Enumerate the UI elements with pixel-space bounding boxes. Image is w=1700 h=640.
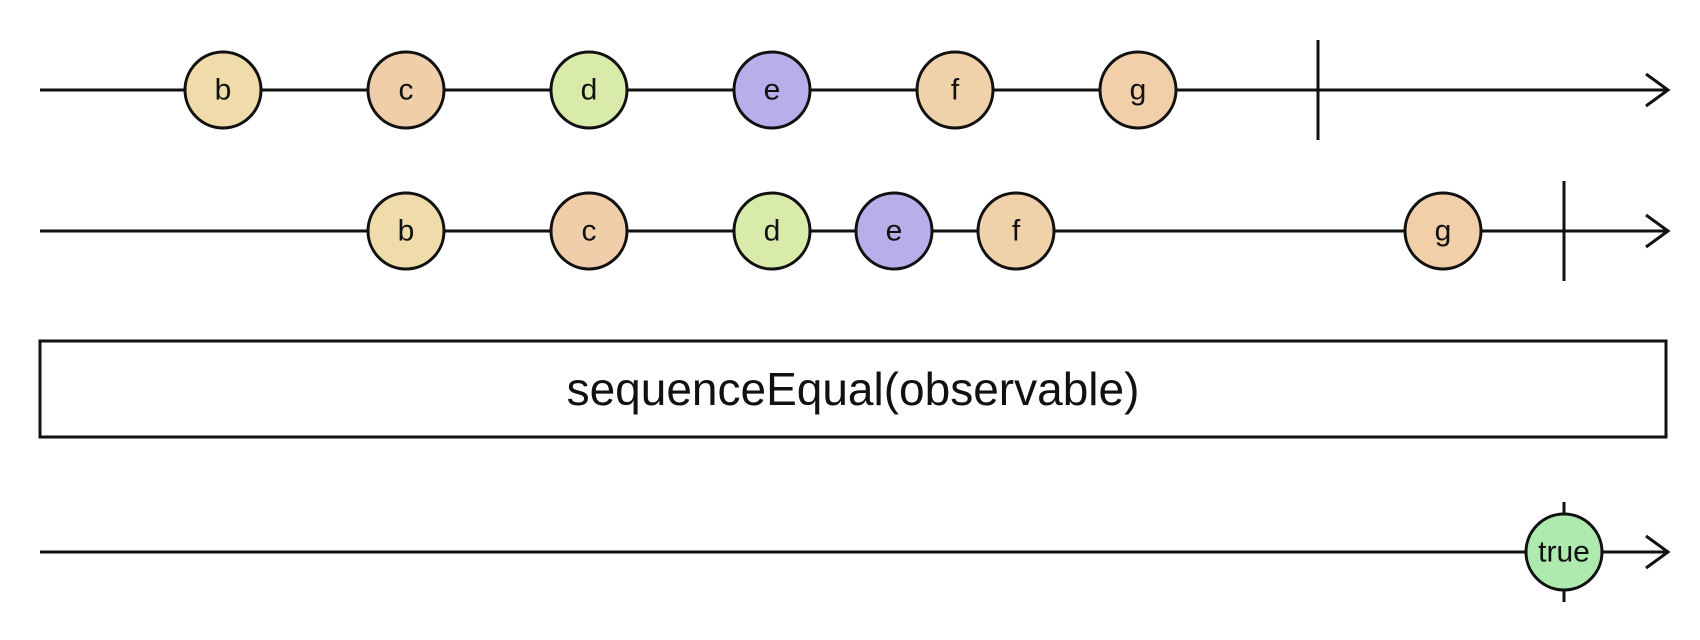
marble-circle [976, 191, 1056, 271]
operator-box: sequenceEqual(observable) [38, 339, 1668, 439]
marble: c [549, 191, 629, 271]
marble-circle [1098, 50, 1178, 130]
marble: true [1524, 512, 1604, 592]
marble-label: g [1130, 74, 1147, 107]
marble-label: f [1012, 215, 1021, 248]
marble-label: d [581, 74, 598, 107]
marble-circle [854, 191, 934, 271]
marble: f [976, 191, 1056, 271]
marble-label: e [886, 215, 903, 248]
marble-circle [549, 50, 629, 130]
marble-circle [366, 50, 446, 130]
marble: e [732, 50, 812, 130]
timeline-source-1: b c d e f g [40, 40, 1671, 140]
marble-label: d [764, 215, 781, 248]
marble: f [915, 50, 995, 130]
marble-circle [1524, 512, 1604, 592]
marble-circle [915, 50, 995, 130]
marble-circle [183, 50, 263, 130]
arrow-head-icon [1645, 72, 1671, 108]
marble: g [1098, 50, 1178, 130]
marble-circle [366, 191, 446, 271]
marble: e [854, 191, 934, 271]
marble: d [549, 50, 629, 130]
arrow-head-icon [1645, 213, 1671, 249]
marble: d [732, 191, 812, 271]
marble-circle [1403, 191, 1483, 271]
marble-label: f [951, 74, 960, 107]
marble: c [366, 50, 446, 130]
marble: g [1403, 191, 1483, 271]
marble-label: e [764, 74, 781, 107]
marble-circle [732, 50, 812, 130]
timeline-result: true [40, 502, 1671, 602]
marble-circle [732, 191, 812, 271]
timeline-source-2: b c d e f g [40, 181, 1671, 281]
marble: b [183, 50, 263, 130]
marble-label: b [398, 215, 415, 248]
marble-circle [549, 191, 629, 271]
marble-label: b [215, 74, 232, 107]
marble-label: true [1538, 536, 1590, 569]
operator-label: sequenceEqual(observable) [567, 363, 1140, 415]
marble: b [366, 191, 446, 271]
marble-label: c [399, 74, 414, 107]
marble-label: g [1435, 215, 1452, 248]
arrow-head-icon [1645, 534, 1671, 570]
operator-box-frame [38, 339, 1668, 439]
marble-label: c [582, 215, 597, 248]
